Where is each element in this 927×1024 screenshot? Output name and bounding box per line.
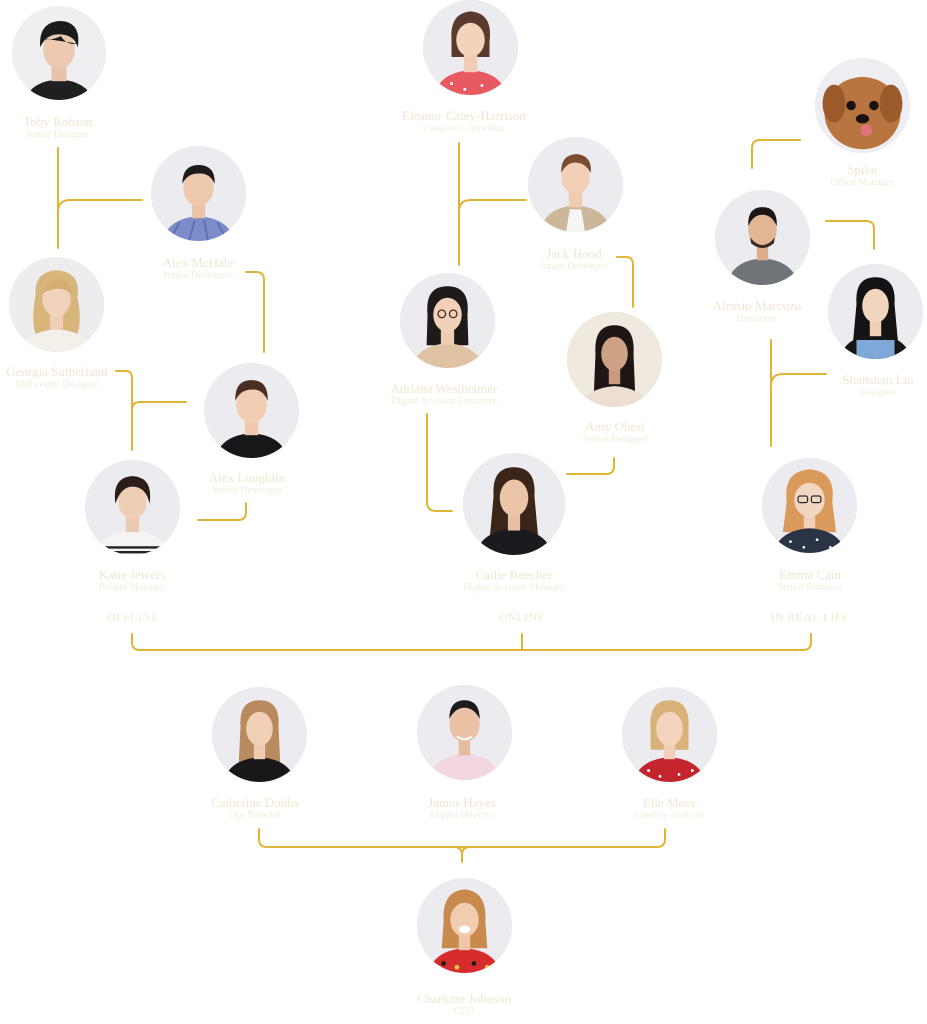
group-label-in-real-life: IN REAL LIFE (770, 610, 850, 624)
connector-loughlin-katie (197, 502, 247, 521)
role-alex-mchale: Junior Developer (163, 270, 233, 281)
connector-directors-bracket (258, 828, 666, 848)
connector-georgia-stub (115, 370, 133, 379)
role-alessio-marcuzo: Developer (736, 313, 778, 324)
name-alex-mchale: Alex McHale (162, 255, 234, 270)
portrait-icon (762, 458, 857, 553)
connector-amy-callie (566, 457, 615, 475)
name-toby-robson: Toby Robson (23, 114, 93, 129)
avatar-toby-robson[interactable] (12, 6, 106, 100)
portrait-icon (567, 312, 662, 407)
portrait-icon (423, 0, 518, 95)
role-callie-beecher: Digital Account Manager (463, 582, 565, 593)
dog-portrait-icon (815, 58, 910, 153)
name-katie-jewers: Katie Jewers (98, 567, 166, 582)
name-james-hayes: James Hayes (428, 795, 496, 810)
role-spike: Office Manager (830, 177, 894, 188)
role-toby-robson: Junior Designer (26, 129, 90, 140)
connector-alessio-shanshan (825, 220, 875, 250)
portrait-icon (417, 878, 512, 973)
avatar-jack-hood[interactable] (528, 137, 623, 232)
avatar-emma-cain[interactable] (762, 458, 857, 553)
avatar-georgia-sutherland[interactable] (9, 257, 104, 352)
connector-alex-mchale (57, 199, 143, 213)
avatar-eleanor-caley-harrison[interactable] (423, 0, 518, 95)
portrait-icon (400, 273, 495, 368)
portrait-icon (9, 257, 104, 352)
connector-adriana-callie (426, 413, 453, 512)
role-amy-ohesi: Senior Designer (582, 434, 648, 445)
role-jack-hood: Junior Developer (539, 261, 609, 272)
role-james-hayes: Digital Director (430, 810, 494, 821)
name-callie-beecher: Callie Beecher (475, 567, 553, 582)
group-label-online: ONLINE (498, 610, 546, 624)
avatar-alessio-marcuzo[interactable] (715, 190, 810, 285)
avatar-alex-mchale[interactable] (151, 146, 246, 241)
connector-directors-stem (453, 846, 463, 863)
role-emma-cain: Senior Producer (777, 582, 843, 593)
avatar-amy-ohesi[interactable] (567, 312, 662, 407)
role-alex-loughlin: Senior Developer (211, 485, 283, 496)
role-charlotte-johnson: CEO (454, 1006, 474, 1017)
name-alex-loughlin: Alex Loughlin (208, 470, 286, 485)
name-emma-cain: Emma Cain (779, 567, 841, 582)
connector-jack (458, 199, 527, 213)
name-shanshan-liu: Shanshan Liu (842, 372, 914, 387)
avatar-callie-beecher[interactable] (463, 453, 565, 555)
connector-shanshan (770, 373, 827, 387)
connector-alex-mchale-loughlin (245, 271, 265, 353)
role-katie-jewers: Project Manager (98, 582, 166, 593)
portrait-icon (828, 264, 923, 359)
name-alessio-marcuzo: Alessio Marcuzo (712, 298, 802, 313)
name-eleanor-caley-harrison: Eleanor Caley-Harrison (402, 108, 526, 123)
role-catherine-dobbs: Ops Director (229, 810, 281, 821)
name-elle-moss: Elle Moss (642, 795, 696, 810)
portrait-icon (212, 687, 307, 782)
name-spike: Spike (847, 162, 877, 177)
name-georgia-sutherland: Georgia Sutherland (6, 364, 108, 379)
portrait-icon (528, 137, 623, 232)
name-amy-ohesi: Amy Ohesi (585, 419, 645, 434)
avatar-shanshan-liu[interactable] (828, 264, 923, 359)
name-jack-hood: Jack Hood (546, 246, 602, 261)
portrait-icon (715, 190, 810, 285)
connector-jack-amy (616, 256, 634, 308)
connector-alex-loughlin (131, 401, 187, 411)
avatar-spike[interactable] (815, 58, 910, 153)
portrait-icon (151, 146, 246, 241)
avatar-adriana-westheimer[interactable] (400, 273, 495, 368)
avatar-elle-moss[interactable] (622, 687, 717, 782)
connector-directors-stem-b (461, 846, 471, 856)
avatar-james-hayes[interactable] (417, 685, 512, 780)
avatar-charlotte-johnson[interactable] (417, 878, 512, 973)
connector-groups-bracket (131, 633, 812, 651)
portrait-icon (622, 687, 717, 782)
role-georgia-sutherland: Midweight Designer (15, 379, 99, 390)
connector-spike-alessio (751, 139, 801, 169)
portrait-icon (463, 453, 565, 555)
avatar-alex-loughlin[interactable] (204, 363, 299, 458)
portrait-icon (204, 363, 299, 458)
avatar-catherine-dobbs[interactable] (212, 687, 307, 782)
role-eleanor-caley-harrison: Creative Copywriter (423, 123, 505, 134)
name-adriana-westheimer: Adriana Westheimer (390, 381, 498, 396)
portrait-icon (85, 460, 180, 555)
name-catherine-dobbs: Catherine Dobbs (211, 795, 299, 810)
role-shanshan-liu: Designer (859, 387, 897, 398)
avatar-katie-jewers[interactable] (85, 460, 180, 555)
portrait-icon (417, 685, 512, 780)
role-adriana-westheimer: Digital Account Executive (390, 396, 498, 407)
role-elle-moss: Creative Director (634, 810, 704, 821)
name-charlotte-johnson: Charlotte Johnson (416, 991, 512, 1006)
group-label-offline: OFFLINE (107, 610, 159, 624)
portrait-icon (12, 6, 106, 100)
